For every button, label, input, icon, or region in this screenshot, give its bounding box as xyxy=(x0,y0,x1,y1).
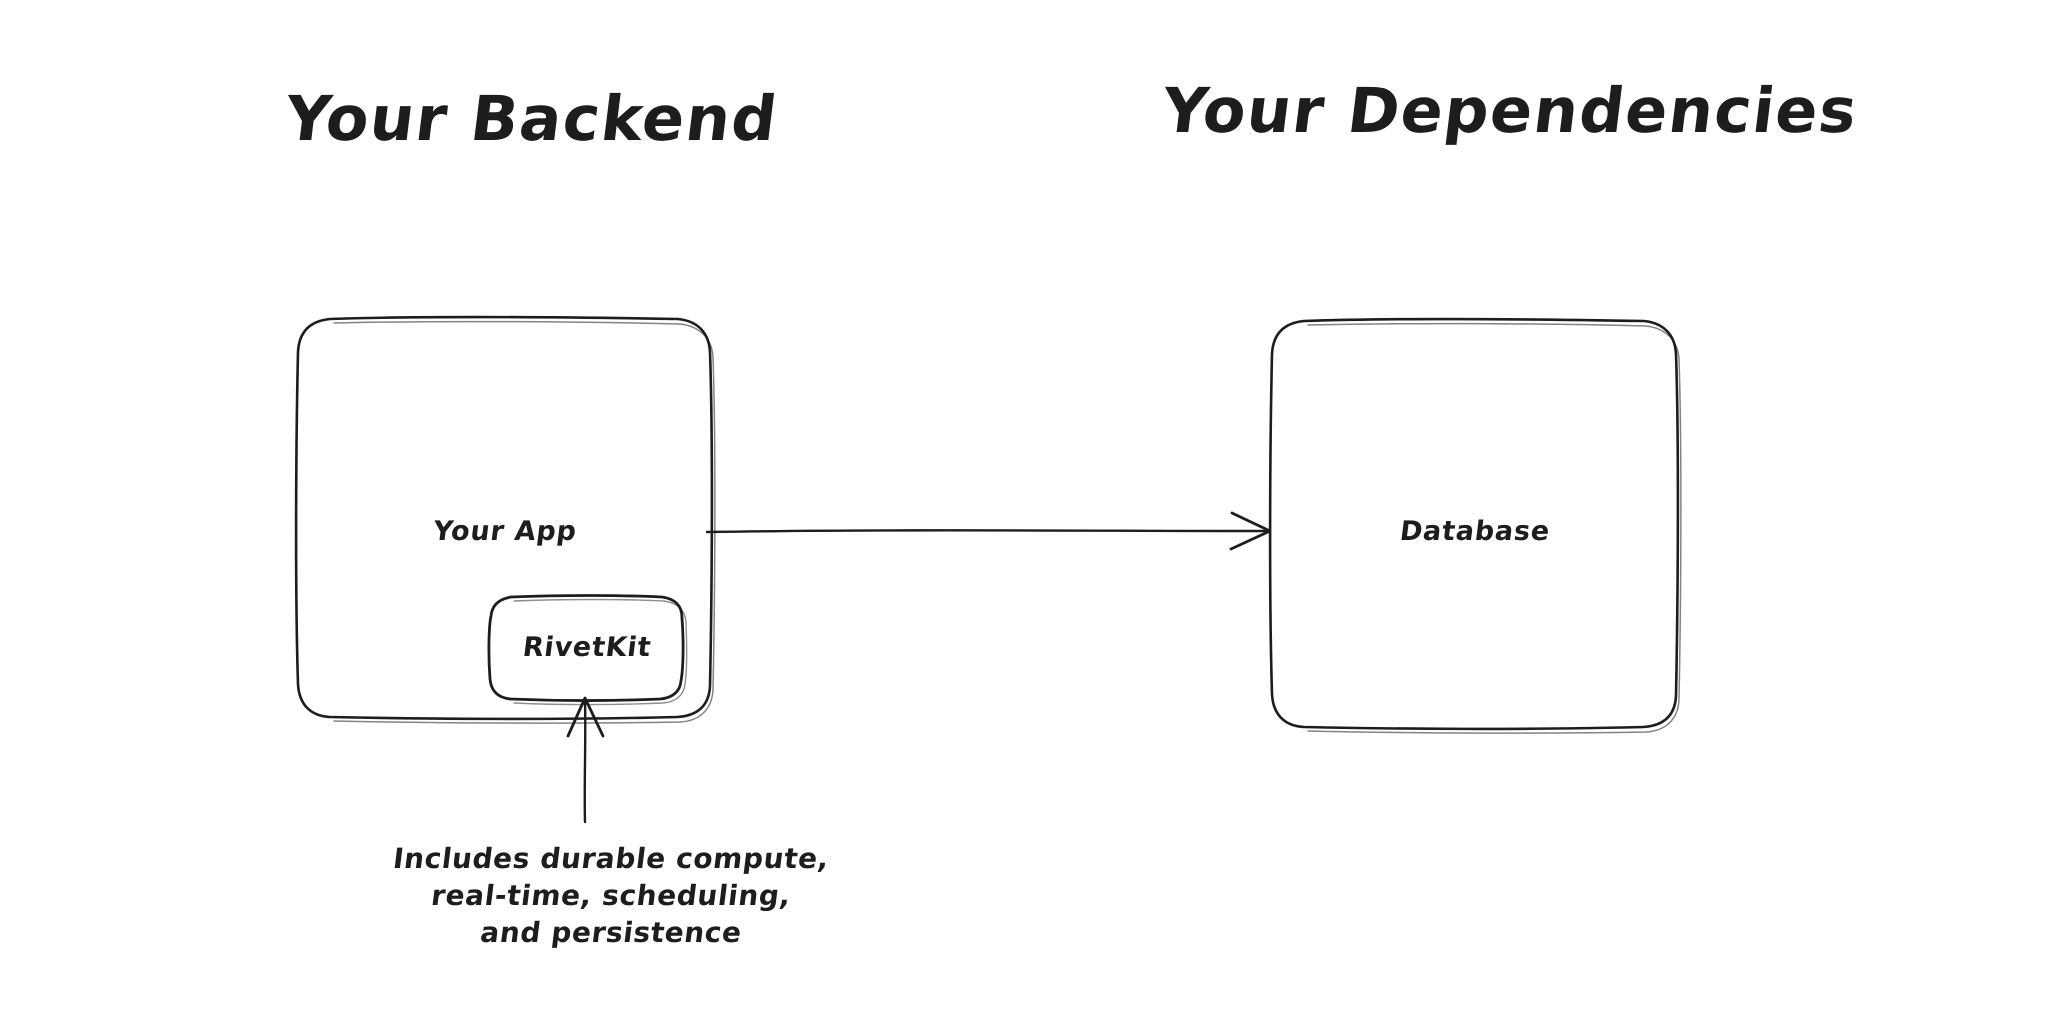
node-database[interactable]: Database xyxy=(1268,317,1682,734)
your-app-label: Your App xyxy=(430,516,578,547)
your-app-box-outline-secondary xyxy=(333,320,716,724)
rivetkit-box-outline xyxy=(487,594,685,702)
edge-app-to-database-arrowhead xyxy=(1229,511,1272,551)
database-box-outline-secondary xyxy=(1307,322,1682,734)
node-rivetkit[interactable]: RivetKit xyxy=(487,594,688,706)
group-title-your-dependencies: Your Dependencies xyxy=(1157,74,1862,147)
edge-caption-to-rivetkit-line xyxy=(583,698,587,824)
caption-line-1: Includes durable compute, xyxy=(391,842,831,875)
edge-app-to-database xyxy=(705,511,1272,551)
rivetkit-caption: Includes durable compute, real-time, sch… xyxy=(391,842,831,949)
edge-app-to-database-line xyxy=(705,529,1270,534)
database-box-outline xyxy=(1268,317,1680,731)
rivetkit-label: RivetKit xyxy=(521,632,653,663)
group-titles: Your Backend Your Dependencies xyxy=(280,74,1862,155)
edge-caption-to-rivetkit xyxy=(566,696,605,824)
edge-caption-to-rivetkit-arrowhead xyxy=(566,696,605,738)
database-label: Database xyxy=(1398,516,1552,547)
rivetkit-box-fill xyxy=(488,595,684,701)
your-app-box-outline xyxy=(294,315,714,721)
caption-line-2: real-time, scheduling, xyxy=(429,879,793,912)
group-title-your-backend: Your Backend xyxy=(280,82,782,155)
rivetkit-box-outline-secondary xyxy=(513,598,688,706)
node-your-app[interactable]: Your App xyxy=(294,315,716,724)
caption-line-3: and persistence xyxy=(479,916,744,949)
